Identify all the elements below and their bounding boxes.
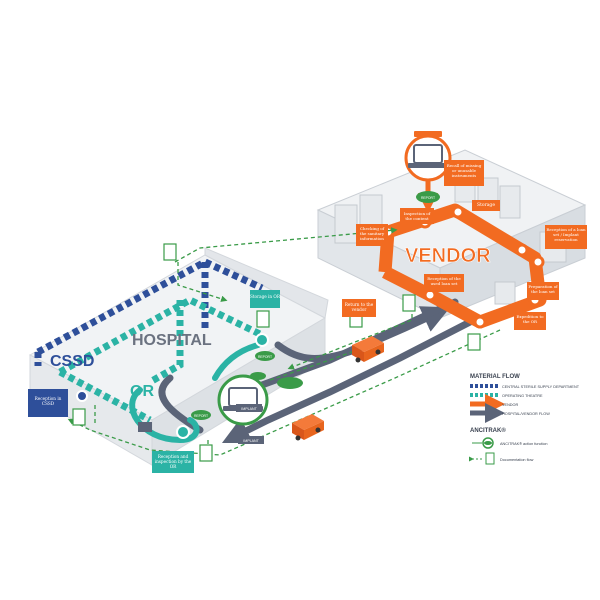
legend-label: HOSPITAL/VENDOR FLOW <box>502 412 550 416</box>
legend-item-action: ANCITRAK® action function <box>472 437 548 449</box>
action-badge-icon <box>191 191 440 420</box>
cssd-node <box>76 390 88 402</box>
legend-label: Documentation flow <box>500 458 534 462</box>
report-badge-label: REPORT <box>194 414 208 418</box>
step-label: Reception and inspection by the OR <box>154 454 192 469</box>
zone-label-vendor: VENDOR <box>405 245 491 267</box>
implant-badge <box>138 404 264 444</box>
step-box-inspection: Inspection of the content <box>400 208 434 224</box>
step-box-storage-or: Storage in OR <box>250 290 280 308</box>
legend-label: VENDOR <box>502 403 519 407</box>
implant-badge-label: IMPLANT <box>243 439 259 443</box>
step-box-expedition: Expedition to the OR <box>514 312 546 330</box>
vendor-flow-loop <box>378 203 547 329</box>
step-box-reception-or: Reception and inspection by the OR <box>152 451 194 473</box>
legend-title: MATERIAL FLOW <box>470 374 520 380</box>
legend-item-documentation: Documentation flow <box>469 452 534 465</box>
or-node <box>176 425 190 439</box>
tablet-scanner-icon <box>217 374 269 426</box>
step-label: Storage <box>477 203 495 208</box>
step-label: Reception of the used loan set <box>427 276 461 286</box>
document-icon <box>72 243 481 462</box>
step-box-reception-used: Reception of the used loan set <box>424 274 464 292</box>
step-label: Storage in OR <box>250 294 280 299</box>
report-badge-label: REPORT <box>421 196 435 200</box>
legend-label: ANCITRAK® action function <box>500 442 548 446</box>
step-box-preparation: Preparation of the loan set <box>527 282 559 300</box>
step-label: Reception in CSSD <box>34 396 62 406</box>
tablet-scanner-icon <box>404 131 452 182</box>
cssd-flow-loop <box>34 258 264 366</box>
report-badge-label: REPORT <box>258 355 272 359</box>
zone-label-hospital: HOSPITAL <box>132 332 212 349</box>
zone-label-or: OR <box>130 383 154 400</box>
legend-item-cssd: CENTRAL STERILE SUPPLY DEPARTMENT <box>470 384 580 389</box>
step-label: Return to the vendor <box>344 302 374 312</box>
step-label: Checking of the sanitary information <box>359 226 385 241</box>
step-label: Inspection of the content <box>403 211 431 221</box>
implant-badge-label: IMPLANT <box>241 407 257 411</box>
delivery-truck-icon <box>292 414 324 441</box>
legend-ancitrak-title: ANCITRAK® <box>470 427 506 434</box>
legend-item-vendor: VENDOR <box>470 394 519 414</box>
legend-label: CENTRAL STERILE SUPPLY DEPARTMENT <box>502 385 580 389</box>
legend-item-hospital-vendor: HOSPITAL/VENDOR FLOW <box>470 403 550 423</box>
zone-label-cssd: CSSD <box>50 353 94 370</box>
step-label: Recall of missing or unusable instrument… <box>446 163 482 178</box>
step-label: Preparation of the loan set <box>528 284 558 294</box>
delivery-truck-icon <box>352 336 384 363</box>
step-box-reception-cssd: Reception in CSSD <box>28 389 68 417</box>
or-flow-solid <box>129 342 261 444</box>
step-box-storage: Storage <box>472 200 500 211</box>
legend: MATERIAL FLOW CENTRAL STERILE SUPPLY DEP… <box>469 374 580 465</box>
step-box-reception-loan: Reception of a loan set / Implant reserv… <box>545 225 587 249</box>
step-label: Reception of a loan set / Implant reserv… <box>546 227 586 242</box>
step-label: Expedition to the OR <box>516 314 544 324</box>
or-node <box>255 333 269 347</box>
step-box-checking: Checking of the sanitary information <box>356 224 388 246</box>
legend-label: OPERATING THEATRE <box>502 394 543 398</box>
step-box-return-vendor: Return to the vendor <box>342 299 376 317</box>
step-box-recall: Recall of missing or unusable instrument… <box>444 160 484 186</box>
legend-item-or: OPERATING THEATRE <box>470 393 543 398</box>
